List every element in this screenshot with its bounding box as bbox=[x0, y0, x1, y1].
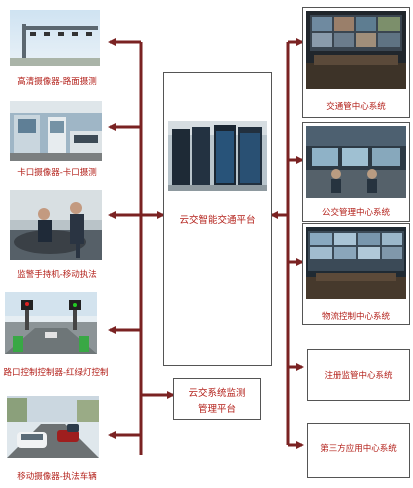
central-platform-box: 云交智能交通平台 bbox=[163, 72, 272, 366]
monitoring-title-line1: 云交系统监测 bbox=[188, 388, 246, 399]
monitoring-platform-box: 云交系统监测 管理平台 bbox=[173, 378, 261, 420]
monitoring-title-line2: 管理平台 bbox=[197, 404, 236, 415]
thumb-server-racks bbox=[168, 121, 267, 191]
right-box-traffic-center: 交通管中心系统 bbox=[302, 7, 410, 118]
caption-right-4: 注册监管中心系统 bbox=[324, 371, 393, 381]
thumb-police-handheld bbox=[10, 190, 102, 260]
caption-right-1: 交通管中心系统 bbox=[326, 102, 386, 112]
thumb-bus-control-room bbox=[306, 126, 406, 198]
right-box-registration-center: 注册监管中心系统 bbox=[307, 349, 410, 401]
thumb-toll-checkpoint bbox=[10, 101, 102, 161]
caption-left-4: 路口控制控制器-红绿灯控制 bbox=[3, 368, 109, 378]
thumb-traffic-control-room bbox=[306, 11, 406, 89]
caption-left-3: 监警手持机-移动执法 bbox=[17, 270, 97, 280]
caption-left-5: 移动摄像器-执法车辆 bbox=[17, 472, 97, 482]
caption-right-2: 公交管理中心系统 bbox=[321, 208, 390, 218]
caption-left-1: 高清摄像器-路面摄测 bbox=[17, 77, 97, 87]
right-box-thirdparty-center: 第三方应用中心系统 bbox=[307, 423, 410, 478]
thumb-mobile-camera-car bbox=[7, 396, 99, 458]
thumb-junction-signal bbox=[5, 292, 97, 354]
caption-left-2: 卡口摄像器-卡口摄测 bbox=[17, 168, 97, 178]
central-platform-title: 云交智能交通平台 bbox=[179, 215, 256, 226]
thumb-hd-camera-gantry bbox=[10, 10, 100, 66]
right-box-bus-center: 公交管理中心系统 bbox=[302, 122, 410, 222]
right-box-logistics-center: 物流控制中心系统 bbox=[302, 223, 410, 325]
caption-right-3: 物流控制中心系统 bbox=[321, 312, 390, 322]
caption-right-5: 第三方应用中心系统 bbox=[320, 444, 397, 454]
thumb-logistics-videowall bbox=[306, 227, 406, 299]
